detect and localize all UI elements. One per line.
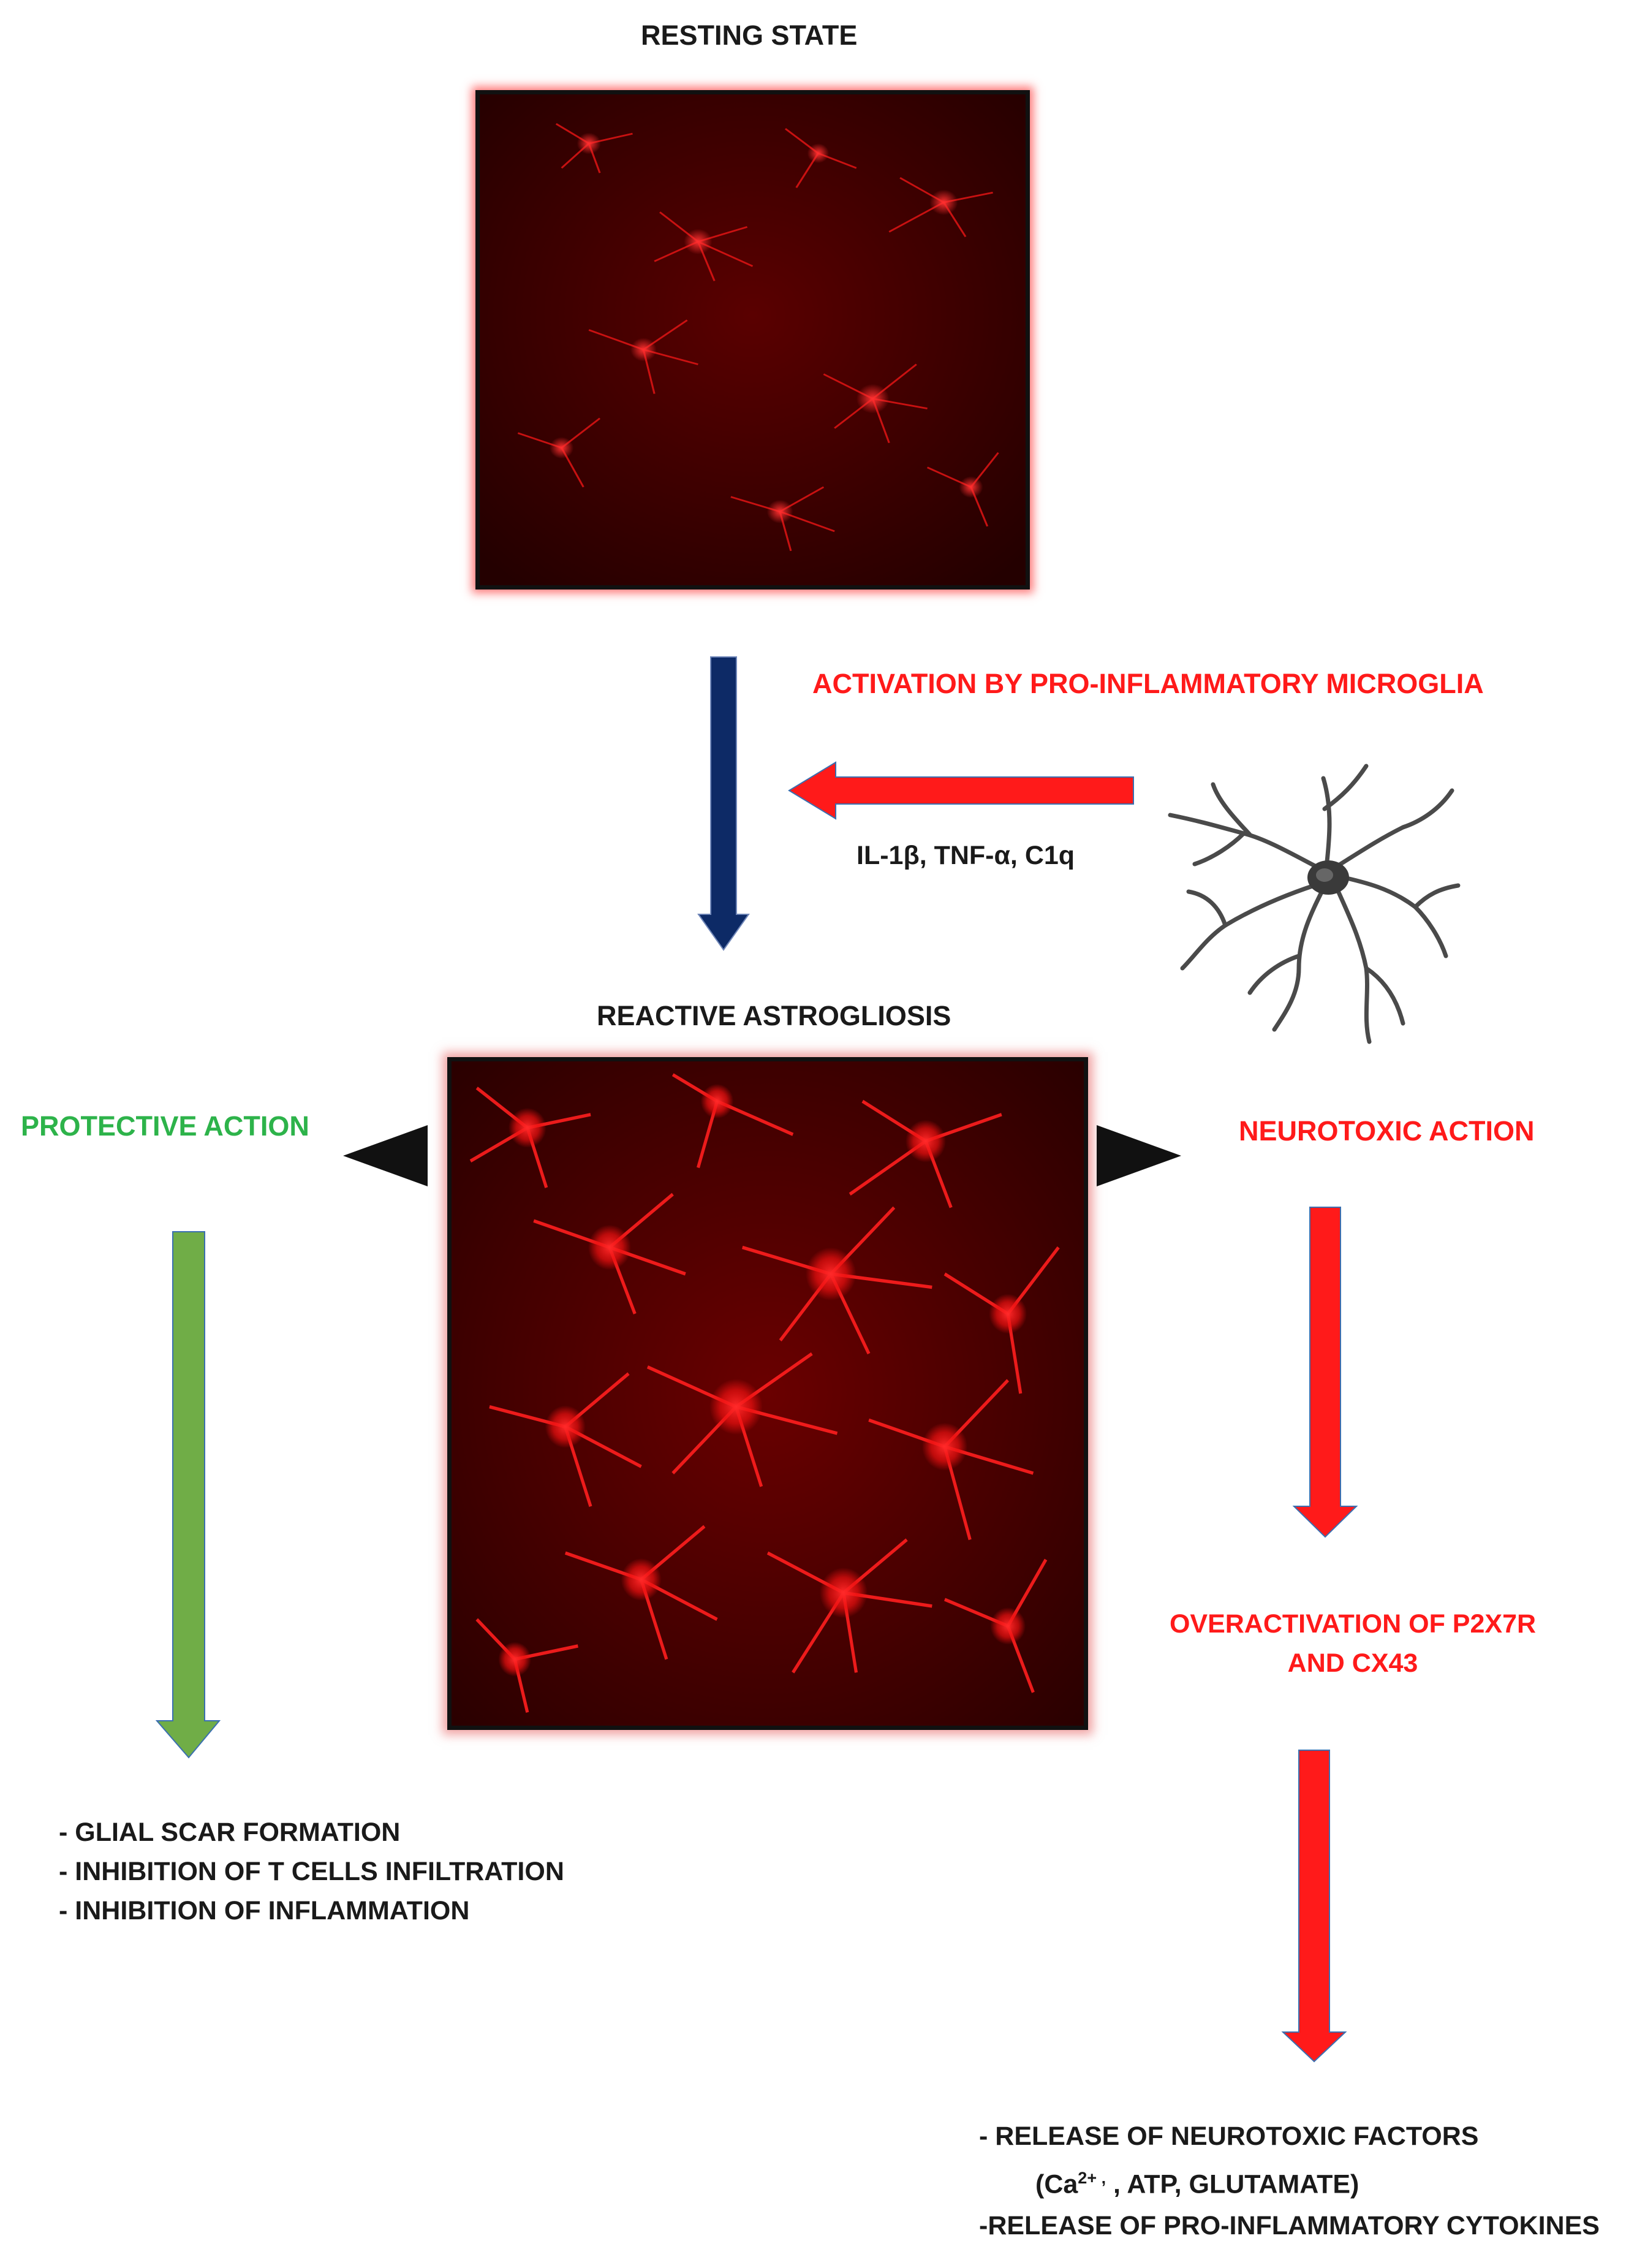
neurotoxic-effect-item: - RELEASE OF NEUROTOXIC FACTORS bbox=[979, 2122, 1479, 2151]
microglia-cell-icon bbox=[1168, 764, 1461, 1044]
red-left-arrow bbox=[788, 761, 1134, 820]
protective-action-label: PROTECTIVE ACTION bbox=[21, 1110, 309, 1142]
cytokines-label: IL-1β, TNF-α, C1q bbox=[856, 841, 1075, 870]
activation-label: ACTIVATION BY PRO-INFLAMMATORY MICROGLIA bbox=[812, 668, 1484, 699]
overactivation-line2: AND CX43 bbox=[1287, 1648, 1418, 1678]
neurotoxic-action-label: NEUROTOXIC ACTION bbox=[1239, 1115, 1535, 1147]
resting-state-image bbox=[475, 90, 1030, 590]
protective-effect-item: - INHIBITION OF INFLAMMATION bbox=[59, 1896, 470, 1925]
calcium-superscript: 2+ , bbox=[1078, 2169, 1106, 2187]
right-pointer-triangle bbox=[1097, 1125, 1181, 1186]
left-pointer-triangle bbox=[343, 1125, 428, 1186]
protective-effects-list: - GLIAL SCAR FORMATION - INHIBITION OF T… bbox=[59, 1813, 564, 1930]
calcium-text: (Ca bbox=[1035, 2169, 1078, 2199]
reactive-astrogliosis-image bbox=[447, 1057, 1088, 1730]
overactivation-line1: OVERACTIVATION OF P2X7R bbox=[1169, 1609, 1537, 1639]
protective-effect-item: - INHIBITION OF T CELLS INFILTRATION bbox=[59, 1857, 564, 1886]
red-down-arrow-lower bbox=[1281, 1750, 1347, 2063]
green-down-arrow bbox=[155, 1231, 221, 1759]
neurotoxic-effect-factors: (Ca2+ , , ATP, GLUTAMATE) bbox=[979, 2157, 1600, 2205]
factors-text: , ATP, GLUTAMATE) bbox=[1106, 2169, 1359, 2199]
protective-effect-item: - GLIAL SCAR FORMATION bbox=[59, 1818, 401, 1847]
overactivation-label: OVERACTIVATION OF P2X7R AND CX43 bbox=[1163, 1604, 1543, 1683]
reactive-astrogliosis-title: REACTIVE ASTROGLIOSIS bbox=[597, 1000, 951, 1031]
red-down-arrow-upper bbox=[1292, 1207, 1358, 1538]
navy-down-arrow bbox=[697, 656, 750, 951]
neurotoxic-effect-item: -RELEASE OF PRO-INFLAMMATORY CYTOKINES bbox=[979, 2211, 1600, 2241]
neurotoxic-effects-list: - RELEASE OF NEUROTOXIC FACTORS (Ca2+ , … bbox=[979, 2115, 1600, 2247]
resting-state-title: RESTING STATE bbox=[641, 20, 858, 51]
